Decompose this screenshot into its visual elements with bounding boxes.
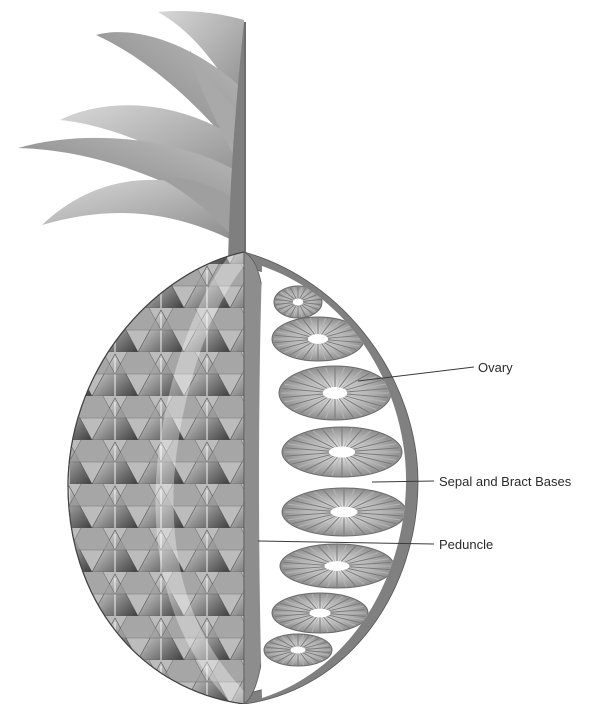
ovary-label: Ovary	[478, 360, 513, 375]
fruitlet-slice	[264, 634, 332, 666]
fruitlet-slice	[272, 593, 368, 633]
outer-skin	[68, 252, 244, 704]
crown-leaves	[18, 11, 246, 262]
sepal-bract-label: Sepal and Bract Bases	[439, 474, 572, 489]
cross-section	[244, 252, 418, 704]
fruitlet-slice	[279, 366, 391, 420]
fruitlet-slice	[280, 544, 394, 588]
fruitlet-slice	[282, 488, 406, 536]
fruitlet-slice	[282, 427, 402, 477]
peduncle-label: Peduncle	[439, 537, 493, 552]
crown-cut-face	[244, 22, 246, 262]
